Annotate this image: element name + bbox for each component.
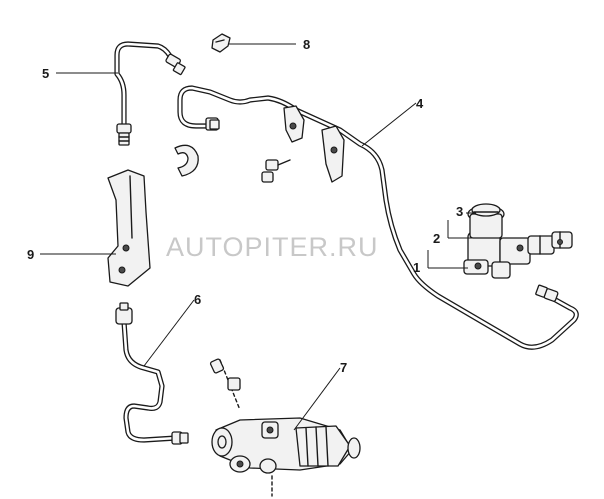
bracket bbox=[107, 169, 151, 287]
callout-2: 2 bbox=[433, 231, 440, 246]
callout-4-leader bbox=[361, 102, 417, 147]
callout-123-leaders bbox=[427, 212, 476, 269]
callout-9: 9 bbox=[27, 247, 34, 262]
callout-6: 6 bbox=[194, 292, 201, 307]
slave-cylinder bbox=[209, 358, 361, 497]
callout-7: 7 bbox=[340, 360, 347, 375]
clutch-pipe-upper bbox=[114, 41, 186, 146]
watermark: AUTOPITER.RU bbox=[166, 232, 379, 262]
callout-7-leader bbox=[293, 367, 341, 431]
clip bbox=[211, 33, 231, 53]
callout-5: 5 bbox=[42, 66, 49, 81]
bolt bbox=[261, 159, 291, 183]
callout-6-leader bbox=[143, 299, 195, 367]
callout-1: 1 bbox=[413, 260, 420, 275]
retaining-ring bbox=[174, 144, 199, 177]
callout-3: 3 bbox=[456, 204, 463, 219]
master-cylinder bbox=[463, 203, 573, 279]
callout-8: 8 bbox=[303, 37, 310, 52]
clutch-hose bbox=[115, 302, 189, 445]
clutch-pipe-main bbox=[177, 85, 579, 350]
callout-4: 4 bbox=[416, 96, 424, 111]
